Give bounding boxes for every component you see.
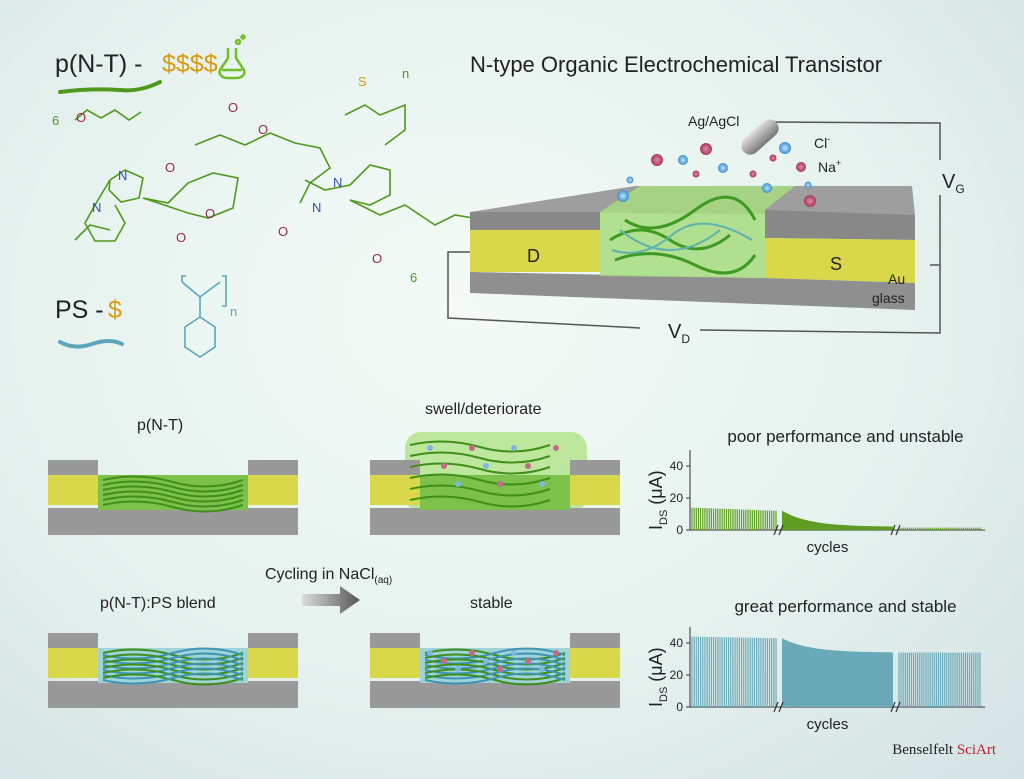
svg-text:n: n xyxy=(402,66,409,81)
svg-text:N: N xyxy=(312,200,321,215)
credit: Benselfelt SciArt xyxy=(892,742,996,758)
swell-label: swell/deteriorate xyxy=(425,401,542,418)
svg-text:6: 6 xyxy=(410,270,417,285)
pnt-header: p(N-T) - $$$$ xyxy=(55,34,246,94)
source-label: S xyxy=(830,254,842,274)
ps-structure: n xyxy=(181,275,237,358)
pnt-label: p(N-T) - xyxy=(55,50,142,78)
drain-label: D xyxy=(527,246,540,266)
ions xyxy=(617,142,816,207)
pnt-structure xyxy=(74,103,486,242)
device-cross-section xyxy=(48,633,298,708)
y-tick-label: 20 xyxy=(670,668,684,682)
svg-text:O: O xyxy=(228,100,238,115)
y-tick-label: 20 xyxy=(670,491,684,505)
stable-label: stable xyxy=(470,595,513,612)
axis-break-icon xyxy=(773,524,784,536)
y-tick-label: 0 xyxy=(676,700,683,714)
glass-label: glass xyxy=(872,290,905,306)
ps-chain-icon xyxy=(58,339,124,349)
au-label: Au xyxy=(888,271,905,287)
gate-electrode-label: Ag/AgCl xyxy=(688,113,739,129)
device-cross-section xyxy=(370,432,620,535)
source-electrode xyxy=(765,238,915,283)
axis-break-icon xyxy=(890,701,901,713)
ps-label: PS - xyxy=(55,296,104,324)
axis-break-icon xyxy=(890,524,901,536)
cation-label: Na+ xyxy=(818,158,841,175)
svg-text:O: O xyxy=(76,110,86,125)
y-axis-label: IDS (μA) xyxy=(646,470,670,530)
pnt-atoms: 6 O N O N O O O O O N N S n O 6 xyxy=(52,66,417,285)
x-axis-label: cycles xyxy=(807,539,849,556)
reference-electrode xyxy=(741,119,779,155)
svg-text:O: O xyxy=(176,230,186,245)
chart-title: great performance and stable xyxy=(734,597,956,616)
svg-text:O: O xyxy=(372,251,382,266)
anion-label: Cl- xyxy=(814,134,830,151)
cycling-label: Cycling in NaCl(aq) xyxy=(265,566,392,586)
data-segment-filled xyxy=(782,510,893,530)
device-cross-section xyxy=(370,633,620,708)
axis-break-icon xyxy=(773,701,784,713)
flask-icon xyxy=(218,34,246,80)
ps-cost: $ xyxy=(108,296,122,324)
svg-text:O: O xyxy=(258,122,268,137)
svg-text:N: N xyxy=(92,200,101,215)
pnt-cost: $$$$ xyxy=(162,50,218,78)
vd-label: VD xyxy=(668,321,690,346)
ps-header: PS - $ n xyxy=(55,275,237,358)
svg-text:O: O xyxy=(165,160,175,175)
y-tick-label: 40 xyxy=(670,636,684,650)
data-segment-filled xyxy=(782,638,893,707)
svg-text:S: S xyxy=(358,74,367,89)
x-axis-label: cycles xyxy=(807,716,849,733)
y-axis-label: IDS (μA) xyxy=(646,647,670,707)
circuit-wires xyxy=(447,121,941,334)
blend-label: p(N-T):PS blend xyxy=(100,595,216,612)
svg-text:O: O xyxy=(205,206,215,221)
device-title: N-type Organic Electrochemical Transisto… xyxy=(470,52,882,77)
oect-device: N-type Organic Electrochemical Transisto… xyxy=(447,52,965,346)
chart-title: poor performance and unstable xyxy=(727,427,963,446)
glass-substrate xyxy=(470,272,915,310)
pnt-chain-icon xyxy=(58,80,162,94)
arrow-icon xyxy=(302,586,360,614)
device-cross-section xyxy=(48,460,298,535)
svg-text:N: N xyxy=(333,175,342,190)
pnt-film-label: p(N-T) xyxy=(137,417,183,434)
svg-text:N: N xyxy=(118,168,127,183)
svg-text:n: n xyxy=(230,304,237,319)
svg-text:6: 6 xyxy=(52,113,59,128)
cross-sections: p(N-T) swell/deteriorate p(N-T):PS blend… xyxy=(100,401,542,614)
vg-label: VG xyxy=(942,171,965,196)
svg-text:O: O xyxy=(278,224,288,239)
y-tick-label: 0 xyxy=(676,523,683,537)
drain-electrode xyxy=(470,230,600,272)
y-tick-label: 40 xyxy=(670,459,684,473)
